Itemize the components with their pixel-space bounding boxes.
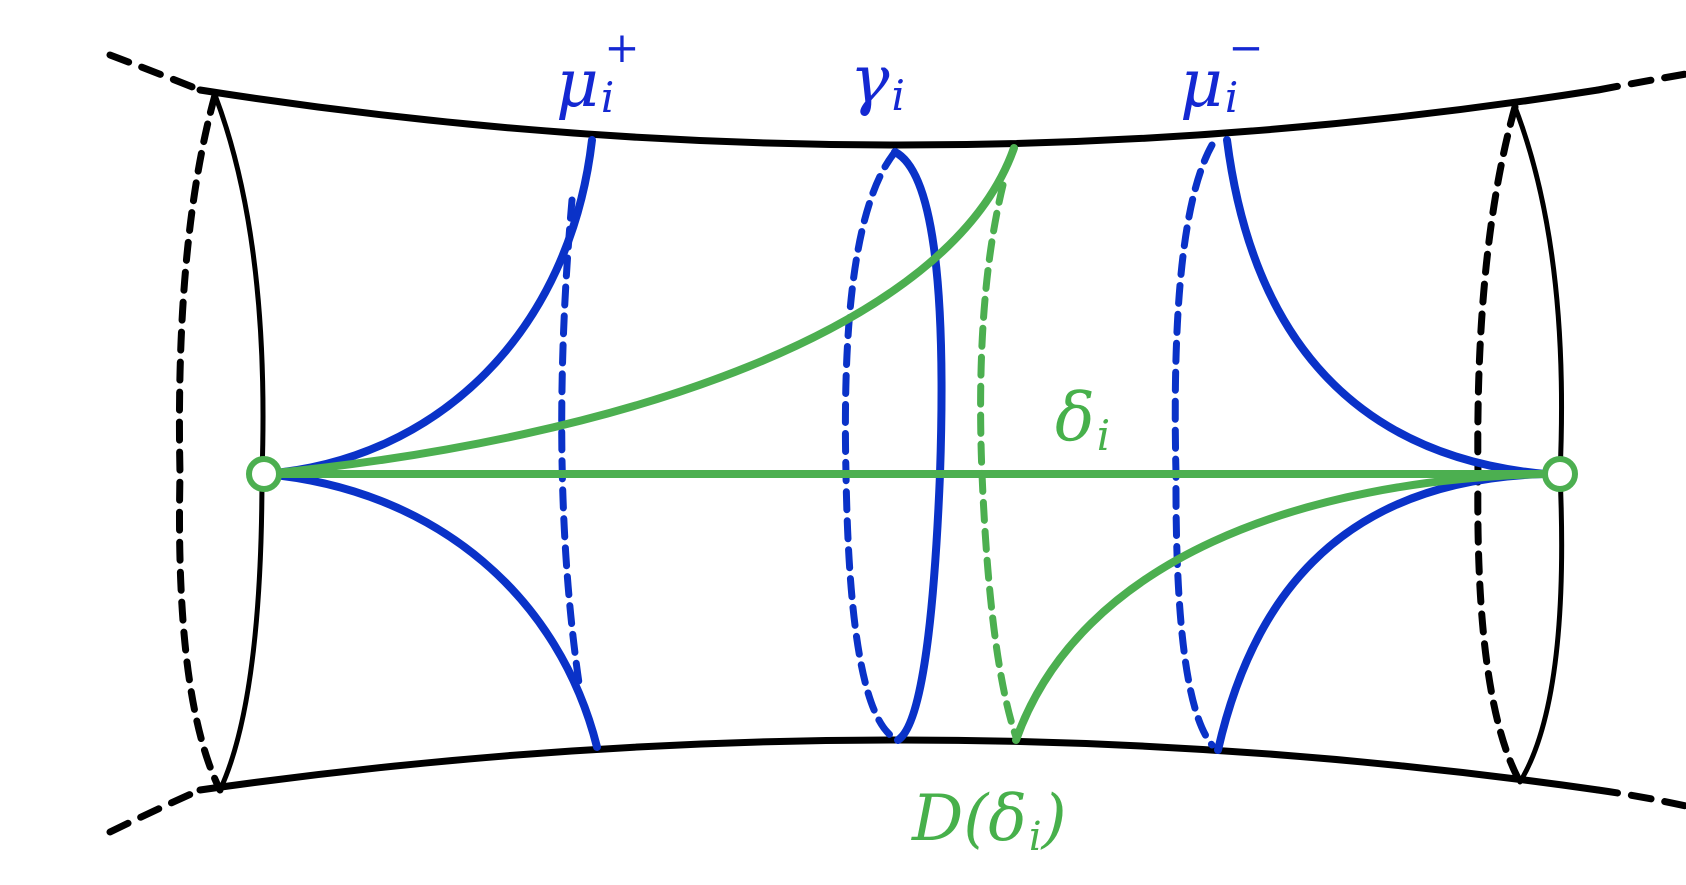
mu-plus-lower-solid [261, 470, 601, 751]
d-delta-dashed [977, 181, 1020, 741]
bottom-right-dashed-extension [1594, 786, 1686, 810]
gamma-dashed [841, 148, 902, 744]
label-mu-plus-sup: + [604, 23, 639, 72]
mu-plus-dashed [558, 196, 584, 694]
surface-outline [106, 51, 1686, 836]
mu-plus-upper-solid [261, 136, 596, 478]
bottom-left-dashed-extension [106, 786, 204, 836]
label-mu-plus-sub: i [601, 73, 614, 122]
d-delta-lower-solid [1012, 470, 1549, 744]
top-boundary-curve [196, 86, 1602, 149]
green-curves [261, 144, 1549, 744]
label-delta-sub: i [1097, 411, 1110, 460]
label-d-delta-base: δ [988, 782, 1027, 856]
label-d-delta-prefix: D( [911, 782, 990, 856]
mu-minus-dashed [1171, 141, 1216, 749]
label-delta: δi [1055, 379, 1110, 460]
mu-minus-lower-solid [1214, 470, 1549, 754]
label-gamma-base: γ [850, 41, 890, 118]
label-mu-minus: μi− [1180, 23, 1264, 122]
top-right-dashed-extension [1594, 70, 1686, 94]
left-end-solid-half [212, 92, 266, 793]
label-mu-plus: μi+ [556, 23, 640, 122]
right-end-dashed-half [1474, 103, 1524, 786]
label-mu-plus-base: μ [556, 45, 599, 122]
label-mu-minus-base: μ [1180, 45, 1223, 122]
label-d-delta: D(δi) [911, 782, 1067, 860]
label-delta-base: δ [1055, 379, 1095, 456]
label-gamma: γi [850, 41, 905, 120]
label-gamma-sub: i [891, 71, 904, 120]
d-delta-upper-solid [261, 144, 1018, 478]
left-marked-point [246, 456, 282, 492]
bottom-boundary-curve [196, 736, 1602, 794]
top-left-dashed-extension [106, 51, 204, 94]
gamma-solid [891, 148, 946, 744]
right-end-solid-half [1512, 104, 1565, 785]
label-d-delta-sub: i [1029, 814, 1042, 860]
label-mu-minus-sub: i [1225, 73, 1238, 122]
label-mu-minus-sup: − [1228, 23, 1263, 72]
mu-minus-upper-solid [1223, 136, 1549, 478]
label-d-delta-suffix: ) [1040, 782, 1067, 856]
right-marked-point [1542, 456, 1578, 492]
left-end-dashed-half [175, 91, 224, 794]
